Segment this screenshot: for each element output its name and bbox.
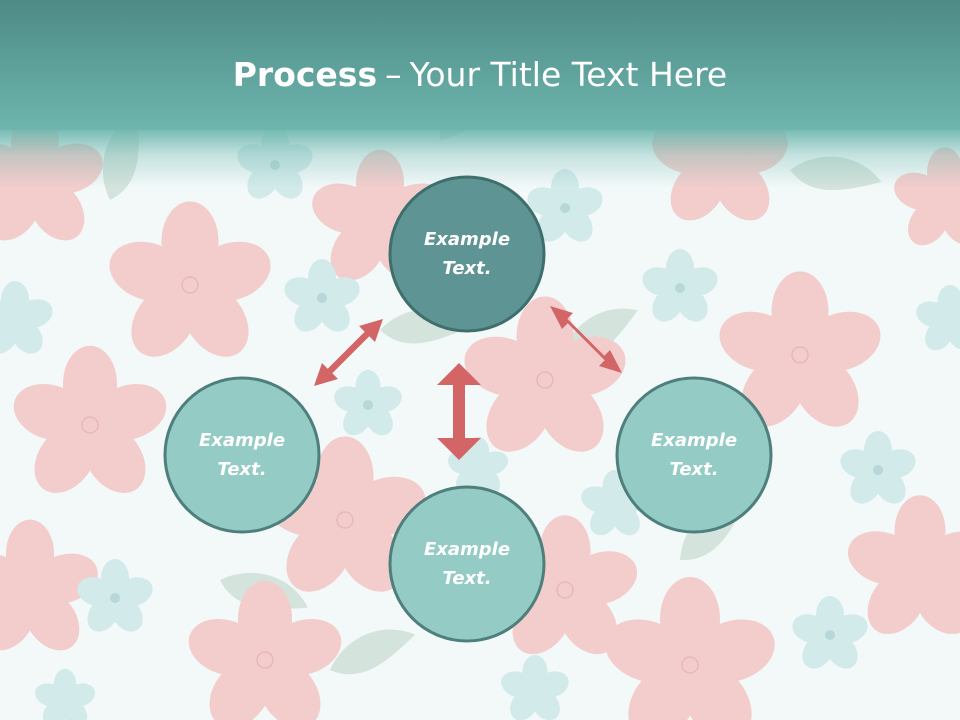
node-left: [163, 376, 321, 534]
slide-title: Process–Your Title Text Here: [0, 52, 960, 98]
node-left-line1: Example: [198, 430, 286, 451]
node-right-line2: Text.: [669, 459, 719, 480]
node-top-line1: Example: [423, 229, 511, 250]
node-bottom-line2: Text.: [442, 568, 492, 589]
node-bottom-label: Example Text.: [392, 535, 542, 593]
double-arrow-center: [437, 363, 481, 460]
node-left-label: Example Text.: [167, 426, 317, 484]
node-right-label: Example Text.: [619, 426, 769, 484]
title-banner: [0, 0, 960, 130]
title-separator: –: [385, 55, 402, 94]
node-bottom-line1: Example: [423, 539, 511, 560]
node-bottom: [388, 485, 546, 643]
node-top: [388, 175, 546, 333]
node-top-label: Example Text.: [392, 225, 542, 283]
node-right: [615, 376, 773, 534]
double-arrow-top-right: [550, 306, 622, 373]
title-bold-part: Process: [232, 55, 378, 94]
node-left-line2: Text.: [217, 459, 267, 480]
node-right-line1: Example: [650, 430, 738, 451]
double-arrow-top-left: [314, 319, 383, 386]
node-top-line2: Text.: [442, 258, 492, 279]
title-rest: Your Title Text Here: [409, 55, 728, 94]
